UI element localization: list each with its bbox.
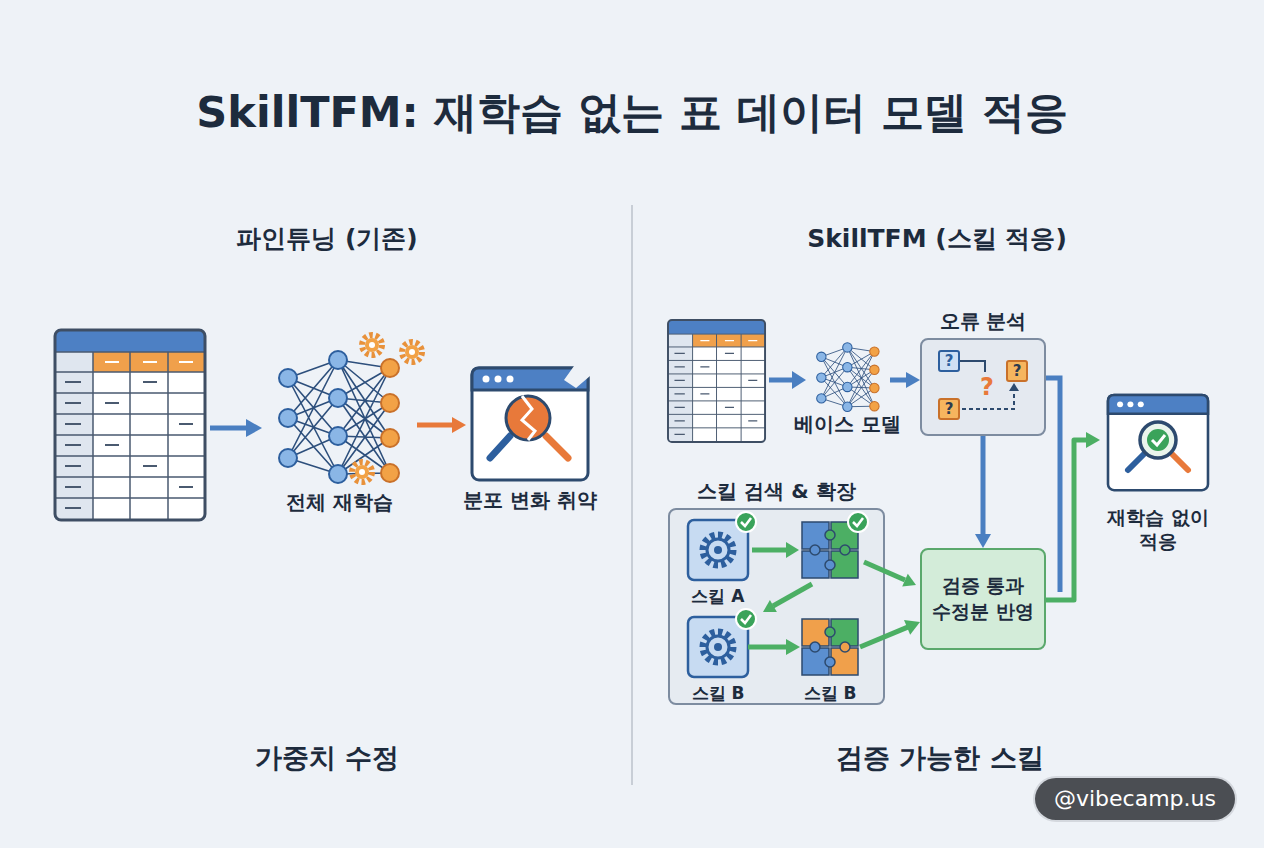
analysis-box: 오류 분석???? xyxy=(920,338,1046,436)
neural-net-icon xyxy=(279,335,422,483)
arrow-head xyxy=(906,372,920,388)
connector-line xyxy=(417,423,454,428)
flow-arrow xyxy=(210,419,262,437)
question-mark: ? xyxy=(938,398,960,420)
node-label: 검증 통과 수정분 반영 xyxy=(922,573,1044,624)
question-mark: ? xyxy=(938,350,960,372)
node-label: 스킬 검색 & 확장 xyxy=(610,478,943,505)
arrow-head xyxy=(975,534,991,548)
neural-net-icon xyxy=(817,343,879,412)
result-node: 재학습 없이 적응 xyxy=(1100,393,1216,558)
model-node: 전체 재학습 xyxy=(262,330,417,520)
node-label: 스킬 A xyxy=(668,585,768,608)
watermark: @vibecamp.us xyxy=(1035,778,1235,820)
arrow-head xyxy=(1086,432,1100,448)
section-heading: 파인튜닝 (기존) xyxy=(236,222,418,255)
diagram-title: SkillTFM: 재학습 없는 표 데이터 모델 적응 xyxy=(0,84,1264,142)
section-summary: 검증 가능한 스킬 xyxy=(836,740,1044,776)
result-node: 분포 변화 취약 xyxy=(466,368,594,518)
section-divider xyxy=(631,205,633,785)
connector-arrow xyxy=(890,372,920,388)
question-mark: ? xyxy=(980,373,994,401)
connector-line xyxy=(981,436,986,536)
node-label: 스킬 B xyxy=(780,682,880,705)
connector-arrow xyxy=(1046,432,1100,600)
model-node: 베이스 모델 xyxy=(805,330,890,442)
node-label: 스킬 B xyxy=(668,682,768,705)
question-mark: ? xyxy=(1006,360,1028,382)
connector-arrow xyxy=(417,417,466,433)
table-icon xyxy=(668,320,765,442)
connector-arrow xyxy=(975,436,991,548)
check-window-icon xyxy=(1108,395,1208,490)
node-label: 베이스 모델 xyxy=(775,411,920,438)
skill-node: 스킬 A xyxy=(688,520,748,608)
connector-line xyxy=(890,378,908,383)
node-label: 오류 분석 xyxy=(862,308,1104,335)
skill-node: 스킬 B xyxy=(688,617,748,705)
flow-arrow xyxy=(769,371,806,389)
node-label: 분포 변화 취약 xyxy=(436,487,624,514)
node-label: 재학습 없이 적응 xyxy=(1100,505,1216,554)
section-heading: SkillTFM (스킬 적응) xyxy=(807,222,1067,255)
node-label: 전체 재학습 xyxy=(232,489,447,516)
arrow-head xyxy=(452,417,466,433)
table-icon xyxy=(55,330,205,520)
connector-line xyxy=(1046,440,1088,600)
skill-group: 스킬 검색 & 확장스킬 A스킬 B스킬 B xyxy=(668,508,885,705)
blue-flow-line xyxy=(1046,378,1060,592)
arrow-head xyxy=(904,620,920,635)
skill-node: 스킬 B xyxy=(800,617,860,705)
broken-window-icon xyxy=(472,366,590,480)
section-summary: 가중치 수정 xyxy=(255,740,399,776)
verify-box: 검증 통과 수정분 반영 xyxy=(920,548,1046,650)
